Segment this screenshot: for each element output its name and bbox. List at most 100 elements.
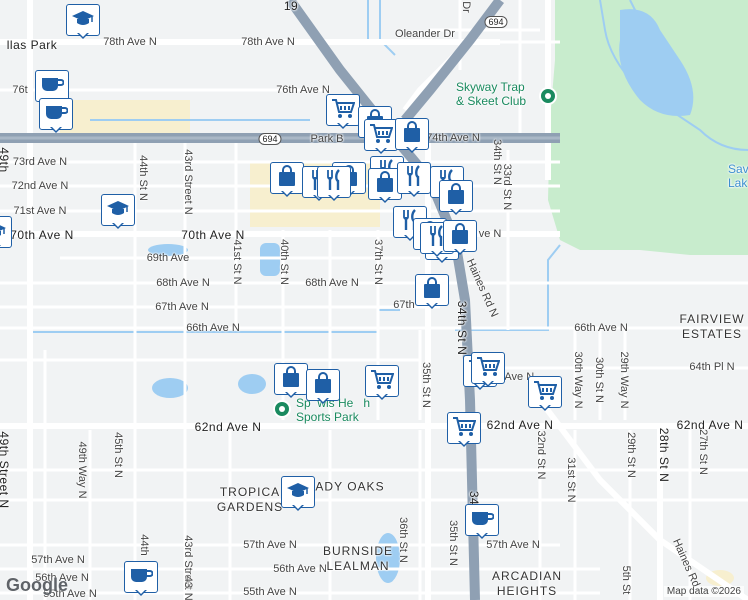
shopping-pin[interactable]	[274, 363, 308, 398]
coffee-icon	[129, 565, 154, 590]
label-66th-ave: 66th Ave N	[186, 322, 240, 334]
label-62nd-ave: 62nd Ave N	[194, 420, 262, 434]
label-65th-ave: h Ave N	[495, 371, 535, 383]
cart-icon	[533, 379, 558, 406]
label-park-blvd: Park B	[310, 133, 344, 145]
label-56th-ave: 56th Ave N	[273, 563, 327, 575]
bag-icon	[450, 222, 470, 250]
label-64th-pl: 64th Pl N	[689, 361, 735, 373]
label-57th-ave-2: 57th Ave N	[486, 539, 540, 551]
grocery-pin[interactable]	[365, 365, 399, 400]
label-35th-st-2: 35th St N	[447, 520, 459, 566]
shopping-pin[interactable]	[270, 162, 304, 197]
label-78th-ave: 78th Ave N	[103, 36, 157, 48]
bag-icon	[313, 371, 333, 399]
cafe-pin[interactable]	[124, 561, 158, 596]
cart-icon	[452, 415, 477, 442]
fork-knife-icon	[404, 164, 424, 192]
label-69th-ave: 69th Ave	[146, 252, 190, 264]
school-icon	[71, 8, 95, 33]
label-66th-ave-2: 66th Ave N	[574, 322, 628, 334]
label-30th-st: 30th St N	[593, 357, 605, 403]
shopping-pin[interactable]	[368, 168, 402, 203]
restaurant-pin[interactable]	[317, 166, 351, 201]
cart-icon	[370, 368, 395, 395]
bag-icon	[277, 164, 297, 192]
label-35th-st: 35th St N	[420, 362, 432, 408]
sports-park-pin[interactable]	[273, 400, 291, 418]
label-45th-st: 45th St N	[112, 432, 124, 478]
school-pin[interactable]	[66, 4, 100, 39]
grocery-pin[interactable]	[447, 412, 481, 447]
grocery-pin[interactable]	[471, 352, 505, 387]
label-78th-ave-2: 78th Ave N	[241, 36, 295, 48]
shopping-pin[interactable]	[443, 220, 477, 255]
bag-icon	[422, 276, 442, 304]
label-56th-ave-2: 56th Ave N	[35, 572, 89, 584]
grocery-pin[interactable]	[364, 119, 398, 154]
cart-icon	[331, 97, 356, 124]
bag-icon	[281, 365, 301, 393]
label-tropical-gardens: TROPICA GARDENS	[216, 485, 284, 514]
label-55th-ave-2: 55th Ave N	[43, 588, 97, 600]
label-skyway-trap-skeet-club[interactable]: Skyway Trap & Skeet Club	[456, 80, 527, 108]
label-dr: Dr	[460, 1, 472, 13]
label-76th-ave-west: 76t	[12, 84, 28, 96]
label-70th-ave-2: 70th Ave N	[181, 228, 245, 242]
grocery-pin[interactable]	[528, 376, 562, 411]
label-32nd-st: 32nd St N	[535, 430, 547, 480]
school-icon	[0, 220, 7, 245]
school-pin[interactable]	[281, 476, 315, 511]
cafe-pin[interactable]	[39, 98, 73, 133]
label-57th-ave: 57th Ave N	[243, 539, 297, 551]
label-43rd-st: 43rd Street N	[182, 149, 194, 215]
label-fairview-estates: FAIRVIEW ESTATES	[679, 312, 745, 341]
map-attribution[interactable]: Map data ©2026	[663, 586, 744, 597]
cart-icon	[369, 122, 394, 149]
label-70th-ave: 70th Ave N	[10, 228, 74, 242]
label-49th-st: 49th Street N	[0, 431, 11, 508]
restaurant-pin[interactable]	[397, 162, 431, 197]
bag-icon	[375, 170, 395, 198]
label-76th-ave: 76th Ave N	[276, 84, 330, 96]
shopping-pin[interactable]	[415, 274, 449, 309]
label-40th-st: 40th St N	[278, 239, 290, 285]
school-pin[interactable]	[0, 216, 12, 251]
label-49th-north: 49th	[0, 147, 11, 173]
label-llas-park: llas Park	[6, 38, 58, 52]
label-28th-st: 28th St N	[657, 427, 671, 483]
label-44th-st-2: 44th	[138, 534, 150, 556]
coffee-icon	[470, 508, 495, 533]
label-29th-st: 29th St N	[625, 432, 637, 478]
label-43-south: 43	[182, 575, 194, 589]
bag-icon	[402, 120, 422, 148]
label-68th-ave-2: 68th Ave N	[305, 277, 359, 289]
shopping-pin[interactable]	[306, 369, 340, 404]
coffee-icon	[44, 102, 69, 127]
skyway-trap-skeet-pin[interactable]	[539, 87, 557, 105]
label-us-19: 19	[283, 0, 299, 13]
cafe-pin[interactable]	[465, 504, 499, 539]
grocery-pin[interactable]	[326, 94, 360, 129]
label-27th-st: 27th St N	[697, 429, 709, 475]
label-62nd-ave-2: 62nd Ave N	[486, 418, 554, 432]
label-49th-way: 49th Way N	[76, 441, 88, 499]
school-icon	[286, 480, 310, 505]
shopping-pin[interactable]	[439, 180, 473, 215]
label-62nd-ave-3: 62nd Ave N	[676, 418, 744, 432]
google-logo: Google	[6, 575, 68, 595]
label-31st-st: 31st St N	[565, 457, 577, 503]
label-44th-st: 44th St N	[137, 155, 149, 201]
shopping-pin[interactable]	[395, 118, 429, 153]
label-74th-ave: 74th Ave N	[426, 132, 480, 144]
label-43rd-st-2: 43rd Street N	[182, 535, 194, 600]
school-pin[interactable]	[101, 194, 135, 229]
label-57th-ave-3: 57th Ave N	[31, 554, 85, 566]
label-arcadian-heights: ARCADIAN HEIGHTS	[491, 569, 563, 598]
label-72nd-ave: 72nd Ave N	[11, 180, 69, 192]
label-68th-ave: 68th Ave N	[156, 277, 210, 289]
label-29th-way: 29th Way N	[618, 351, 630, 409]
label-70th-ave-3: ve N	[478, 228, 502, 240]
